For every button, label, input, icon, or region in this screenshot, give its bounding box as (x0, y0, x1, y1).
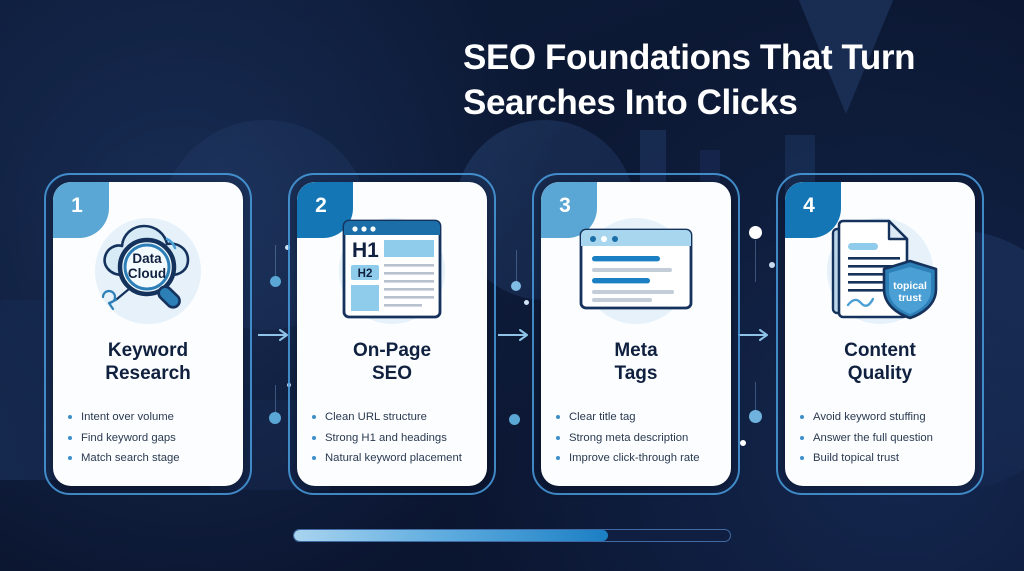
page-title-line-2: Searches Into Clicks (463, 82, 798, 122)
card-frame (776, 173, 984, 495)
card-bullet-list: Intent over volume Find keyword gaps Mat… (68, 410, 233, 472)
card-rail: 1 Data Cloud (44, 173, 984, 495)
card-title-line-1: On-Page (352, 340, 432, 361)
document-shield-icon: topical trust (821, 213, 939, 330)
card-keyword-research[interactable]: 1 Data Cloud (44, 173, 252, 495)
page-title: SEO Foundations That Turn Searches Into … (463, 36, 1008, 126)
card-title-line-1: Content (844, 340, 916, 361)
card-bullet-list: Clear title tag Strong meta description … (556, 410, 721, 472)
card-title: Keyword Research (63, 340, 233, 386)
progress-bar[interactable] (293, 529, 731, 542)
card-title: On-Page SEO (307, 340, 477, 386)
card-title-line-2: Quality (847, 362, 913, 384)
decor-dot-6 (524, 300, 529, 305)
decor-dot-11 (740, 440, 746, 446)
svg-text:Data: Data (132, 251, 162, 266)
card-illustration: Data Cloud (53, 208, 243, 334)
card-illustration (541, 208, 731, 334)
decor-line-4 (755, 240, 756, 282)
list-item: Avoid keyword stuffing (800, 410, 965, 425)
list-item: Natural keyword placement (312, 451, 477, 466)
card-frame (532, 173, 740, 495)
decor-dot-2 (285, 245, 290, 250)
list-item: Answer the full question (800, 431, 965, 446)
card-body: 4 (785, 182, 975, 486)
list-item: Build topical trust (800, 451, 965, 466)
list-item: Strong meta description (556, 431, 721, 446)
card-number-badge: 1 (53, 182, 109, 238)
browser-serp-icon (575, 224, 697, 319)
svg-text:Cloud: Cloud (128, 266, 166, 281)
list-item: Clear title tag (556, 410, 721, 425)
page-title-line-1: SEO Foundations That Turn (463, 38, 916, 77)
decor-dot-9 (769, 262, 775, 268)
list-item: Intent over volume (68, 410, 233, 425)
card-title-line-2: Tags (614, 362, 658, 384)
list-item: Strong H1 and headings (312, 431, 477, 446)
magnifier-cloud-icon: Data Cloud (89, 213, 207, 330)
connector-arrow-1 (258, 328, 292, 342)
card-meta-tags[interactable]: 3 (532, 173, 740, 495)
card-title-line-1: Meta (614, 340, 658, 361)
background-triangle (788, 0, 904, 114)
decor-dot-1 (270, 276, 281, 287)
card-bullet-list: Avoid keyword stuffing Answer the full q… (800, 410, 965, 472)
card-frame (288, 173, 496, 495)
card-body: 1 Data Cloud (53, 182, 243, 486)
decor-dot-7 (509, 414, 520, 425)
card-frame (44, 173, 252, 495)
decor-dot-10 (749, 410, 762, 423)
card-title-line-2: SEO (371, 362, 413, 384)
decor-dot-3 (269, 412, 281, 424)
decor-line-3 (516, 250, 517, 284)
decor-line-2 (275, 385, 276, 415)
list-item: Match search stage (68, 451, 233, 466)
card-title: Content Quality (795, 340, 965, 386)
card-number-badge: 4 (785, 182, 841, 238)
card-title: Meta Tags (551, 340, 721, 386)
card-title-line-1: Keyword (107, 340, 189, 361)
list-item: Clean URL structure (312, 410, 477, 425)
card-body: 3 (541, 182, 731, 486)
card-title-line-2: Research (105, 362, 191, 384)
card-bullet-list: Clean URL structure Strong H1 and headin… (312, 410, 477, 472)
svg-text:topical: topical (893, 280, 927, 292)
svg-text:H2: H2 (358, 268, 373, 280)
list-item: Find keyword gaps (68, 431, 233, 446)
decor-dot-5 (511, 281, 521, 291)
browser-headings-icon: H1 H2 (336, 215, 448, 328)
list-item: Improve click-through rate (556, 451, 721, 466)
decor-line-1 (275, 245, 276, 279)
decor-dot-8 (749, 226, 762, 239)
decor-line-5 (755, 382, 756, 414)
progress-bar-fill (294, 530, 608, 541)
card-content-quality[interactable]: 4 (776, 173, 984, 495)
svg-text:H1: H1 (352, 239, 379, 262)
connector-arrow-2 (498, 328, 532, 342)
card-body: 2 H1 H2 (297, 182, 487, 486)
connector-arrow-3 (738, 328, 772, 342)
card-illustration: H1 H2 (297, 208, 487, 334)
svg-text:trust: trust (898, 292, 922, 304)
card-on-page-seo[interactable]: 2 H1 H2 (288, 173, 496, 495)
card-illustration: topical trust (785, 208, 975, 334)
